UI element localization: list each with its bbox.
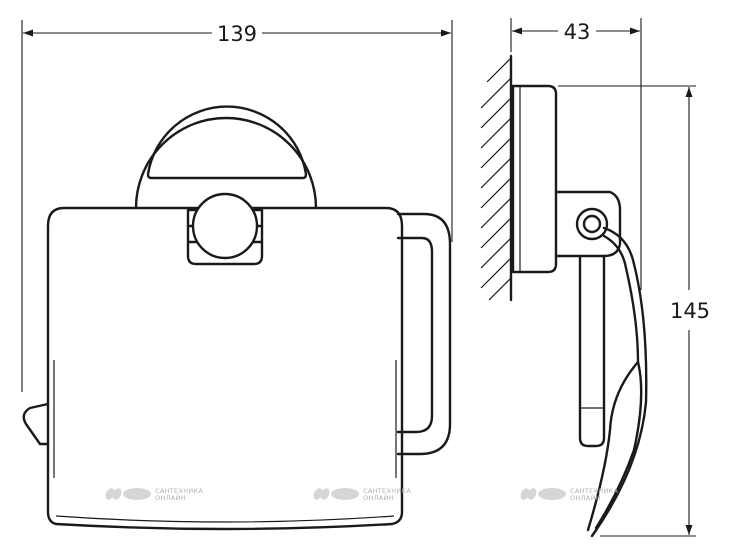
front-view	[22, 105, 452, 531]
side-cover-bulge	[594, 360, 643, 530]
front-roll-bar-inner	[396, 236, 434, 434]
wall-hatching	[480, 54, 513, 302]
side-pivot-outer	[575, 207, 609, 241]
side-base-plate	[511, 84, 558, 274]
watermark-1: САНТЕХНИКА ОНЛАЙН	[105, 487, 203, 502]
watermark-line2: ОНЛАЙН	[155, 493, 186, 502]
wall-hatch-lines	[480, 57, 512, 301]
side-view	[480, 54, 648, 538]
front-roll-bar	[396, 212, 452, 456]
side-roll-bar	[578, 254, 606, 448]
front-hinge-knob	[191, 192, 259, 260]
front-hinge-block	[186, 208, 264, 266]
side-cover-inner	[586, 234, 640, 532]
side-cover-outer	[590, 226, 648, 538]
height-label: 145	[670, 299, 710, 323]
watermark-line2: ОНЛАЙН	[570, 493, 601, 502]
watermark-2: САНТЕХНИКА ОНЛАЙН	[313, 487, 411, 502]
dimension-width: 139	[21, 20, 453, 392]
dimension-height: 145	[558, 85, 710, 537]
front-wall-ring	[134, 116, 318, 210]
depth-label: 43	[564, 20, 591, 44]
watermark-line1: САНТЕХНИКА	[155, 487, 203, 495]
watermark-3: САНТЕХНИКА ОНЛАЙН	[520, 487, 618, 502]
dimension-depth: 43	[510, 18, 642, 290]
width-label: 139	[217, 22, 257, 46]
watermark-line1: САНТЕХНИКА	[363, 487, 411, 495]
front-ring-cutout	[146, 105, 308, 180]
front-cover	[46, 206, 404, 531]
front-left-tab	[22, 402, 50, 446]
watermark-logo-icon	[313, 488, 323, 500]
front-cover-edge	[55, 515, 395, 523]
watermark-line1: САНТЕХНИКА	[570, 487, 618, 495]
side-pivot-inner	[582, 214, 602, 234]
side-arm-block	[554, 190, 622, 258]
watermark-line2: ОНЛАЙН	[363, 493, 394, 502]
watermark-logo-icon	[520, 488, 530, 500]
watermark-logo-icon	[105, 488, 115, 500]
